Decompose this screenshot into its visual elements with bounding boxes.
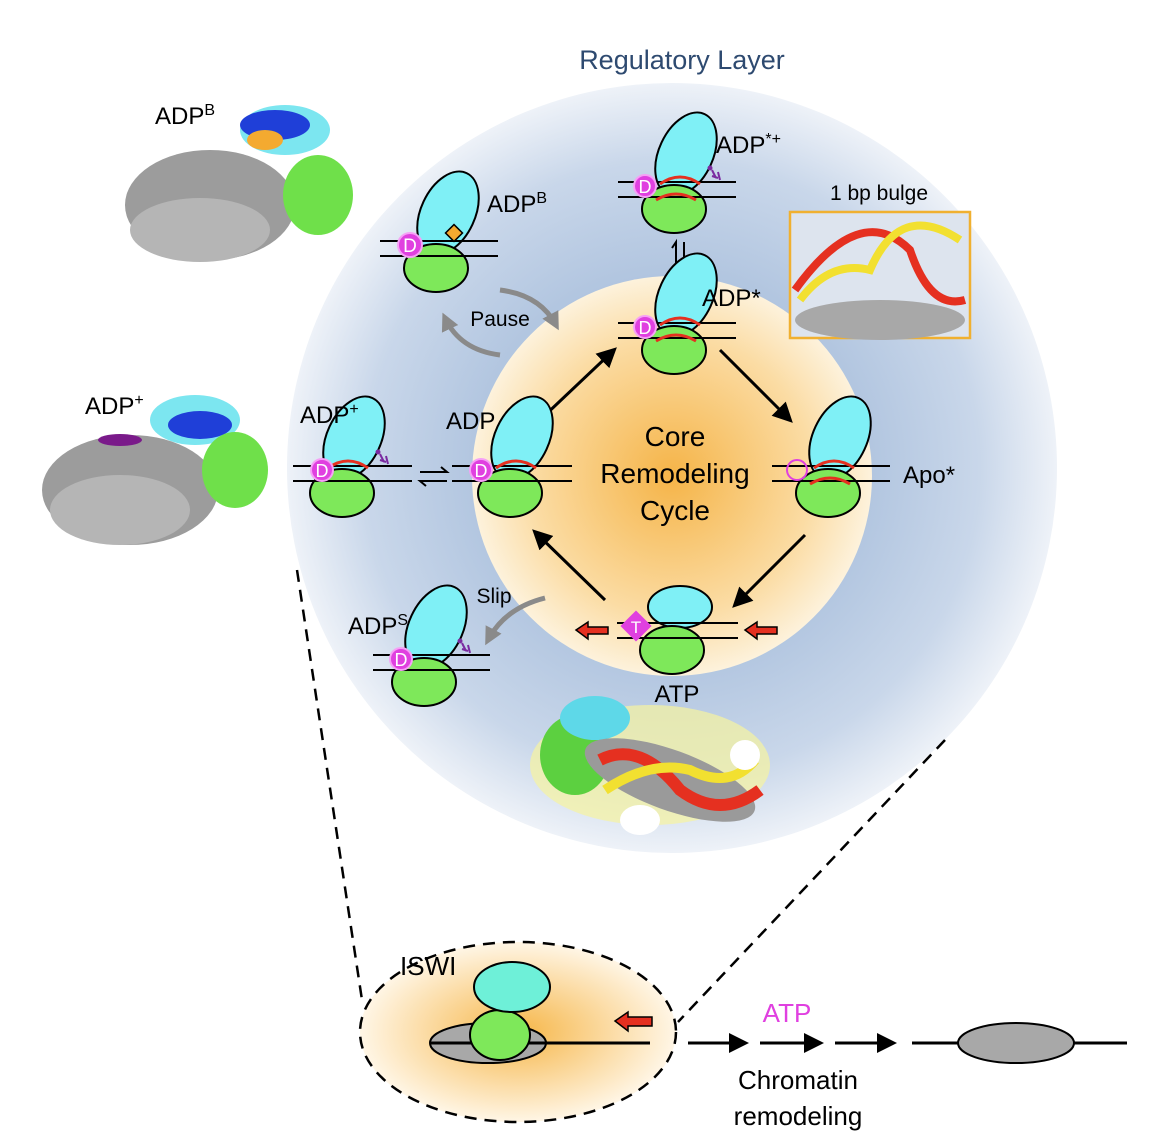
arrow-adp-star-to-apo-star <box>718 348 793 423</box>
adp-d-icon <box>633 174 657 198</box>
arrow-adp-to-adp-star <box>538 347 617 422</box>
adp-d-letter: D <box>475 461 488 481</box>
bottom-atp-label: ATP <box>763 998 812 1028</box>
core-label-3: Cycle <box>640 495 710 526</box>
dna-distortion-mark <box>659 175 701 186</box>
label-atp: ATP <box>655 681 700 708</box>
phosphate-release-icon <box>379 453 389 465</box>
dna-distortion-mark <box>809 476 851 486</box>
dna-distortion-mark <box>655 333 697 343</box>
slip-arrow <box>485 595 546 646</box>
core-cycle-circle <box>472 276 872 676</box>
state-adp-b: D <box>380 170 498 293</box>
brake-domain-icon <box>444 223 464 243</box>
label-adp-s: ADPS <box>348 612 408 640</box>
arrow-atp-to-adp <box>532 529 607 602</box>
adp-d-letter: D <box>639 318 652 338</box>
remodeling-label: remodeling <box>734 1101 863 1131</box>
label-adp: ADP <box>446 408 495 435</box>
structure-label-adp-plus: ADP+ <box>85 392 144 420</box>
pause-arrow-in <box>499 287 559 331</box>
equilibrium-horizontal-icon <box>417 466 450 487</box>
phosphate-release-icon <box>711 169 721 181</box>
arrow-apo-star-to-atp <box>732 533 807 608</box>
label-adp-plus: ADP+ <box>300 401 359 429</box>
translocation-arrow-icon <box>743 620 778 641</box>
pause-arrow-out <box>441 312 501 358</box>
dna-distortion-mark <box>655 192 697 202</box>
zoom-dashed-line-left <box>295 569 364 1001</box>
adp-d-icon <box>633 315 657 339</box>
label-adp-star: ADP* <box>702 285 761 312</box>
zoom-dashed-line-right <box>677 739 946 1023</box>
iswi-label: ISWI <box>400 951 456 981</box>
state-adp-star-plus: D <box>618 111 736 234</box>
nucleosome-right <box>957 1022 1075 1064</box>
phosphate-icon <box>375 449 381 455</box>
phosphate-release-icon <box>461 642 471 654</box>
adp-d-letter: D <box>639 177 652 197</box>
iswi-green-lobe <box>469 1009 531 1061</box>
regulatory-layer-title: Regulatory Layer <box>579 45 785 75</box>
green-lobe <box>639 625 705 675</box>
direction-arrow-icon <box>613 1010 653 1033</box>
adp-d-icon <box>310 458 334 482</box>
bulge-structure-image <box>788 210 972 340</box>
pause-label: Pause <box>470 308 530 331</box>
core-label-2: Remodeling <box>600 458 749 489</box>
state-apo-star <box>772 395 890 518</box>
state-adp-star: D <box>618 252 736 375</box>
core-label-1: Core <box>645 421 706 452</box>
label-adp-star-plus: ADP*+ <box>716 131 781 159</box>
phosphate-icon <box>707 165 713 171</box>
dna-distortion-mark <box>813 459 855 470</box>
empty-site-icon <box>786 459 808 481</box>
adp-d-letter: D <box>316 461 329 481</box>
adp-d-letter: D <box>403 236 417 257</box>
dna-distortion-mark <box>495 459 537 470</box>
adp-d-icon <box>469 458 493 482</box>
bulge-label: 1 bp bulge <box>830 182 928 205</box>
label-adp-b: ADPB <box>487 190 547 218</box>
structure-label-adp-b: ADPB <box>155 102 215 130</box>
structure-adp-plus <box>42 395 268 545</box>
phosphate-icon <box>457 638 463 644</box>
translocation-arrow-icon <box>574 620 609 641</box>
state-adp-s: D <box>373 584 490 707</box>
structure-adp-b <box>125 105 353 262</box>
state-adp-plus: D <box>293 395 412 518</box>
atp-t-letter: T <box>631 618 641 637</box>
adp-d-icon <box>397 232 423 258</box>
state-adp: D <box>452 395 572 518</box>
adp-d-icon <box>389 647 413 671</box>
iswi-cyan-lobe <box>473 961 551 1013</box>
cyan-lobe <box>647 585 713 629</box>
atp-structure-image <box>530 696 770 835</box>
dna-distortion-mark <box>659 316 701 327</box>
adp-d-letter: D <box>395 650 408 670</box>
chromatin-label: Chromatin <box>738 1065 858 1095</box>
label-apo-star: Apo* <box>903 462 955 489</box>
slip-label: Slip <box>476 585 511 608</box>
